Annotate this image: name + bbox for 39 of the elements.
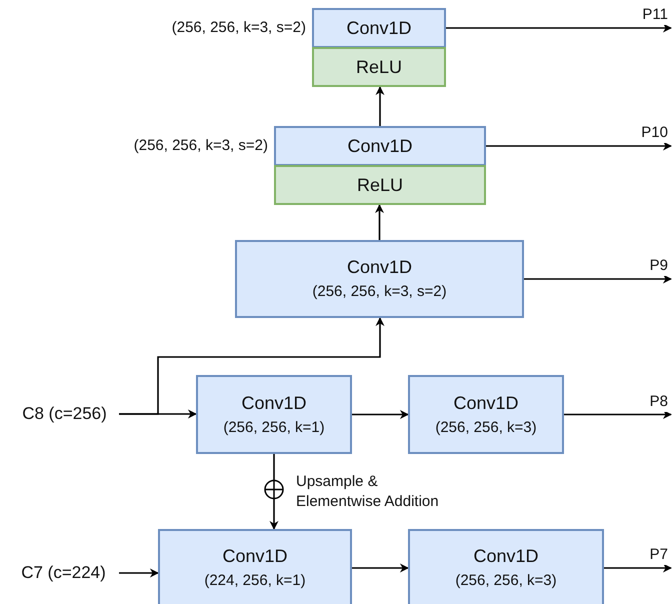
arrow [524, 274, 672, 284]
arrow [352, 410, 409, 419]
layer-name: Conv1D [222, 545, 288, 567]
arrow [119, 568, 159, 578]
layer-box [312, 8, 446, 48]
arrow [604, 564, 672, 572]
arrow [352, 564, 409, 572]
layer-box [158, 529, 352, 604]
layer-box [274, 126, 486, 166]
layer-name: Conv1D [453, 392, 519, 414]
arrow [375, 204, 384, 240]
layer-box [408, 375, 564, 454]
activation-name: ReLU [356, 174, 404, 196]
layer-params: (256, 256, k=3, s=2) [134, 137, 268, 154]
input-label: C8 (c=256) [10, 401, 119, 427]
layer-params: (256, 256, k=1) [223, 418, 325, 438]
layer-box [235, 240, 524, 318]
layer-box [196, 375, 352, 454]
activation-box [274, 165, 486, 205]
layer-box [408, 529, 604, 604]
layer-name: Conv1D [347, 135, 413, 157]
input-label: C7 (c=224) [8, 560, 119, 586]
activation-box [312, 47, 446, 87]
arrow [376, 86, 384, 126]
layer-params: (224, 256, k=1) [204, 571, 306, 591]
arrow [564, 410, 672, 419]
arrow [446, 24, 672, 32]
layer-name: Conv1D [473, 545, 539, 567]
arrow [119, 410, 197, 418]
arrow [486, 142, 672, 150]
layer-params: (256, 256, k=3) [455, 571, 557, 591]
arrow [270, 454, 278, 530]
layer-name: Conv1D [346, 17, 412, 39]
layer-params: (256, 256, k=3, s=2) [312, 282, 447, 302]
layer-params: (256, 256, k=3, s=2) [172, 19, 306, 36]
layer-params: (256, 256, k=3) [435, 418, 537, 438]
layer-name: Conv1D [241, 392, 307, 414]
activation-name: ReLU [356, 56, 402, 78]
layer-name: Conv1D [346, 256, 412, 278]
